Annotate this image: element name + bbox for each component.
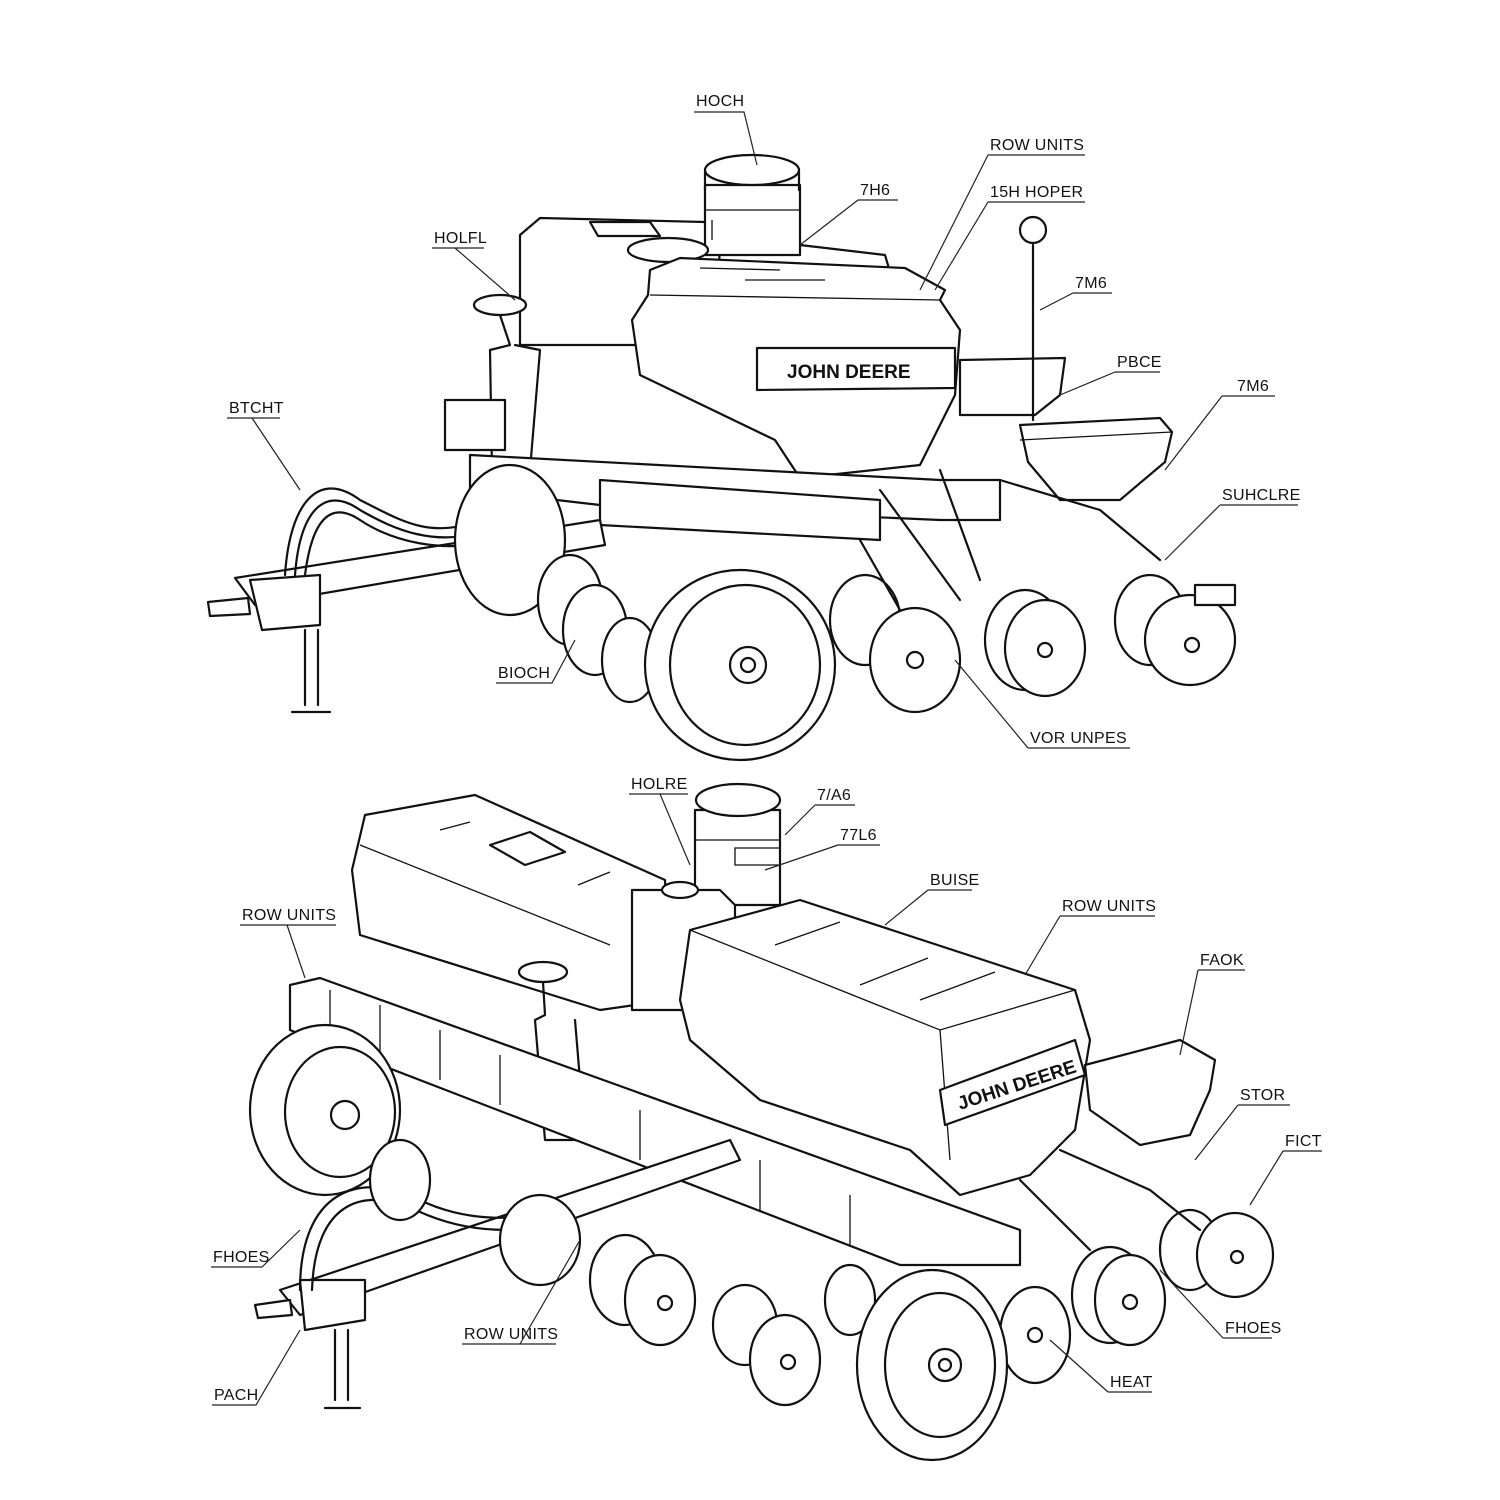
callout-label: FICT (1285, 1133, 1322, 1150)
toolbar-frame-bottom (288, 976, 1022, 1267)
callout-label: 7H6 (860, 182, 890, 199)
side-box-hopper (1018, 416, 1174, 502)
callout-label: FHOES (1225, 1320, 1282, 1337)
callout-label: HEAT (1110, 1374, 1153, 1391)
rear-long-hopper (350, 793, 672, 1012)
callout-label: FAOK (1200, 952, 1244, 969)
top-callouts: HOCH ROW UNITS 7H6 15H HOPER HOLFL 7M6 P… (227, 93, 1301, 749)
brand-logo-top: JOHN DEERE (787, 362, 911, 383)
bottom-callouts: HOLRE 7/A6 77L6 BUISE ROW UNITS ROW UNIT… (211, 776, 1322, 1406)
callout-label: BTCHT (229, 400, 284, 417)
top-planter-drawing: JOHN DEERE (206, 153, 1237, 762)
callout-label: 15H HOPER (990, 184, 1083, 201)
bottom-planter-drawing: JOHN DEERE (248, 782, 1275, 1462)
callout-label: HOLRE (631, 776, 688, 793)
callout-label: VOR UNPES (1030, 730, 1127, 747)
side-box-hopper-bottom (1083, 1038, 1217, 1147)
callout-label: 77L6 (840, 827, 877, 844)
callout-label: PBCE (1117, 354, 1162, 371)
callout-label: 7M6 (1075, 275, 1107, 292)
callout-label: HOCH (696, 93, 744, 110)
callout-label: HOLFL (434, 230, 487, 247)
callout-label: BIOCH (498, 665, 550, 682)
main-front-hopper (678, 898, 1092, 1197)
bottom-wheels (248, 1023, 1275, 1462)
callout-label: PACH (214, 1387, 258, 1404)
callout-label: ROW UNITS (1062, 898, 1156, 915)
brand-plate-bottom (938, 1038, 1087, 1127)
top-wheels (453, 463, 1237, 762)
callout-label: SUHCLRE (1222, 487, 1301, 504)
callout-label: BUISE (930, 872, 980, 889)
callout-label: STOR (1240, 1087, 1285, 1104)
brand-plate-top (755, 346, 957, 392)
callout-label: ROW UNITS (990, 137, 1084, 154)
callout-label: 7M6 (1237, 378, 1269, 395)
callout-label: FHOES (213, 1249, 270, 1266)
callout-label: ROW UNITS (242, 907, 336, 924)
top-fill-tank (703, 183, 802, 257)
callout-label: 7/A6 (817, 787, 851, 804)
callout-label: ROW UNITS (464, 1326, 558, 1343)
